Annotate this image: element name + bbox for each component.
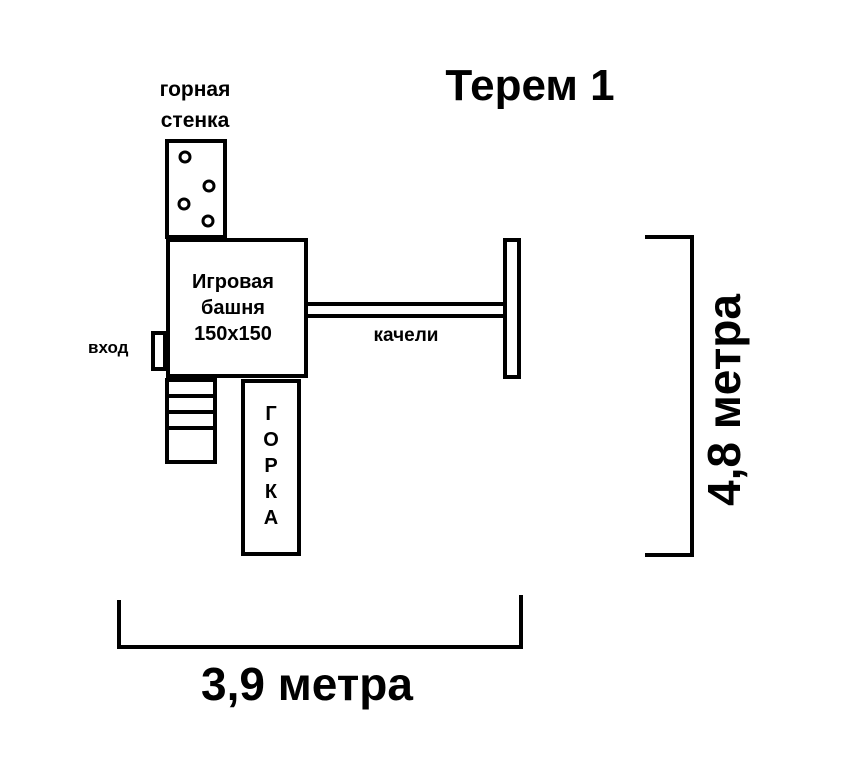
height-dimension-bracket [645,235,694,557]
slide-letter: Р [264,455,277,477]
swing-frame [503,238,521,379]
climbing-wall-label-line2: стенка [161,109,230,132]
slide-letter: К [265,481,278,503]
climbing-hold [202,179,216,193]
climbing-hold [201,214,215,228]
tower-label-line2: башня [201,297,265,319]
width-dimension-bracket [117,595,523,649]
climbing-hold [178,150,192,164]
width-dimension-label: 3,9 метра [201,658,413,710]
swing-label: качели [374,325,439,346]
slide [241,379,301,556]
diagram-title: Терем 1 [445,61,614,110]
height-dimension-label: 4,8 метра [698,294,750,506]
swing-beam [304,302,516,318]
entrance-label: вход [88,338,129,357]
climbing-hold [177,197,191,211]
entrance [151,331,167,371]
tower-label-line3: 150х150 [194,323,272,345]
slide-letter: А [264,507,278,529]
climbing-wall [165,139,227,239]
tower-label-line1: Игровая [192,271,274,293]
ladder [165,378,217,464]
play-tower [166,238,308,378]
climbing-wall-label-line1: горная [160,78,231,101]
slide-letter: Г [265,403,276,425]
slide-letter: О [263,429,279,451]
